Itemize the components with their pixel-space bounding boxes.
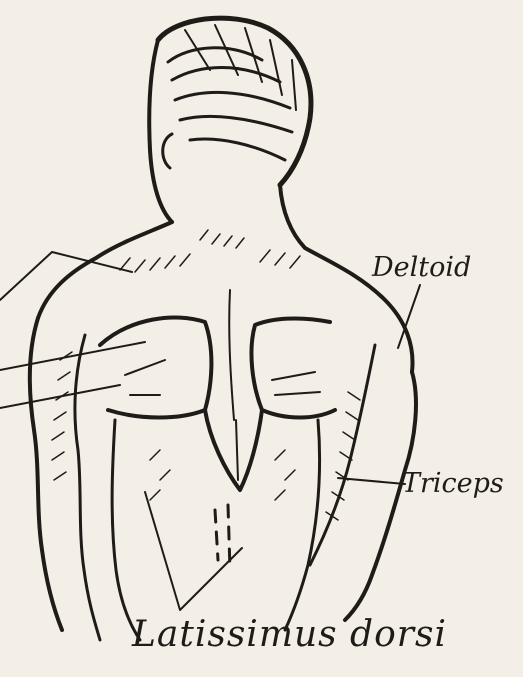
triceps-label: Triceps: [402, 468, 504, 499]
deltoid-label: Deltoid: [372, 252, 471, 283]
head: [149, 18, 311, 222]
torso-outline: [30, 185, 416, 640]
leader-line-triceps: [338, 478, 405, 484]
back-muscle-contours: [100, 290, 335, 570]
shading-hatches: [52, 230, 360, 520]
leader-line-left-middle: [0, 342, 145, 370]
leader-line-left-bottom: [0, 385, 120, 408]
latissimus-dorsi-label: Latissimus dorsi: [132, 614, 447, 655]
